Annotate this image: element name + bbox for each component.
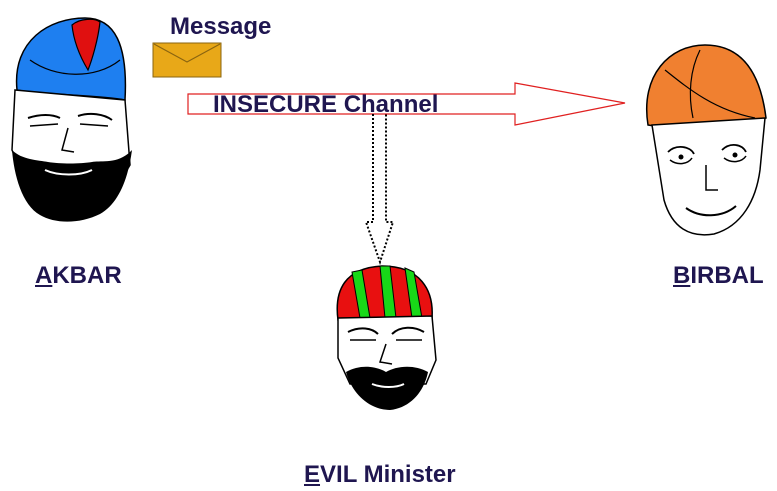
evil-minister-face-icon (336, 265, 437, 410)
message-label: Message (170, 13, 272, 40)
akbar-face-icon (11, 17, 132, 222)
birbal-label-initial: B (673, 262, 691, 289)
birbal-label-rest: IRBAL (690, 262, 764, 289)
akbar-label: AKBAR (35, 264, 122, 288)
channel-label: INSECURE Channel (213, 91, 439, 118)
evil-label-rest: VIL Minister (320, 461, 456, 488)
channel-arrow (187, 82, 626, 126)
akbar-label-rest: KBAR (52, 262, 122, 289)
envelope-icon (152, 42, 222, 78)
akbar-label-initial: A (35, 262, 53, 289)
evil-label-initial: E (304, 461, 321, 488)
birbal-label: BIRBAL (673, 264, 764, 288)
birbal-face-icon (646, 44, 767, 236)
eavesdrop-arrow (364, 114, 395, 266)
evil-minister-label: EVIL Minister (304, 463, 456, 487)
